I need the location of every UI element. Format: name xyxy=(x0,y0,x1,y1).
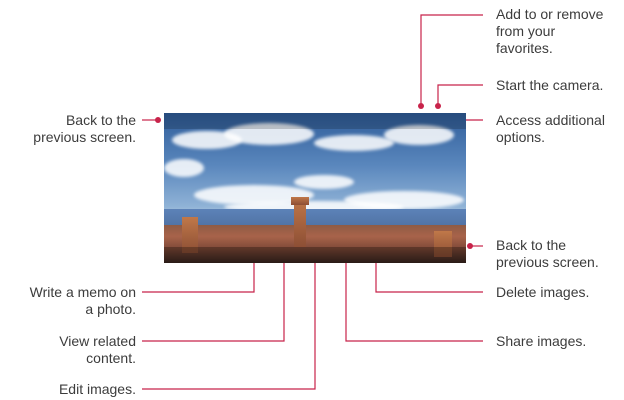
label-delete-line: Delete images. xyxy=(496,284,590,300)
top-toolbar xyxy=(164,113,466,129)
label-memo-line: a photo. xyxy=(85,301,136,317)
label-memo: Write a memo on a photo. xyxy=(0,284,136,318)
label-favorites-line: from your xyxy=(496,23,556,39)
label-back-bottom-line: previous screen. xyxy=(496,254,599,270)
hoodoo-cap xyxy=(291,197,309,205)
label-delete: Delete images. xyxy=(496,284,624,301)
label-options-line: Access additional xyxy=(496,112,605,128)
callout-dot-back-bottom xyxy=(467,243,473,249)
cloud xyxy=(294,175,354,189)
label-edit: Edit images. xyxy=(0,381,136,398)
callout-dot-back-top xyxy=(155,117,161,123)
callout-line-memo xyxy=(142,257,255,293)
label-camera: Start the camera. xyxy=(496,77,624,94)
label-back-top: Back to the previous screen. xyxy=(0,112,136,146)
callout-line-related xyxy=(142,257,285,342)
callout-line-camera xyxy=(437,84,483,106)
label-favorites-line: favorites. xyxy=(496,40,553,56)
callout-line-edit xyxy=(142,257,316,390)
hoodoo-rock xyxy=(294,197,306,247)
label-back-bottom: Back to the previous screen. xyxy=(496,237,624,271)
label-related: View related content. xyxy=(0,333,136,367)
label-favorites-line: Add to or remove xyxy=(496,6,604,22)
callout-dot-favorites xyxy=(418,103,424,109)
callout-dot-camera xyxy=(435,103,441,109)
callout-line-share xyxy=(345,257,483,342)
label-share: Share images. xyxy=(496,333,624,350)
label-back-bottom-line: Back to the xyxy=(496,237,567,253)
cloud xyxy=(224,123,314,145)
label-options-line: options. xyxy=(496,129,546,145)
label-edit-line: Edit images. xyxy=(58,381,136,397)
label-memo-line: Write a memo on xyxy=(29,284,136,300)
label-back-top-line: Back to the xyxy=(65,112,136,128)
cloud xyxy=(314,135,394,151)
callout-line-favorites xyxy=(420,14,483,106)
label-back-top-line: previous screen. xyxy=(33,129,136,145)
photo-preview[interactable] xyxy=(164,113,466,263)
label-related-line: content. xyxy=(86,350,136,366)
label-favorites: Add to or remove from your favorites. xyxy=(496,6,624,57)
bottom-toolbar xyxy=(164,247,466,263)
label-options: Access additional options. xyxy=(496,112,624,146)
photo-canyon xyxy=(164,225,466,263)
cloud xyxy=(384,125,454,145)
label-share-line: Share images. xyxy=(496,333,587,349)
hoodoo-rock xyxy=(434,231,452,257)
hoodoo-rock xyxy=(182,217,198,253)
cloud xyxy=(164,159,204,177)
callout-line-delete xyxy=(375,257,483,293)
label-camera-line: Start the camera. xyxy=(496,77,604,93)
cloud xyxy=(194,185,314,205)
label-related-line: View related xyxy=(59,333,136,349)
